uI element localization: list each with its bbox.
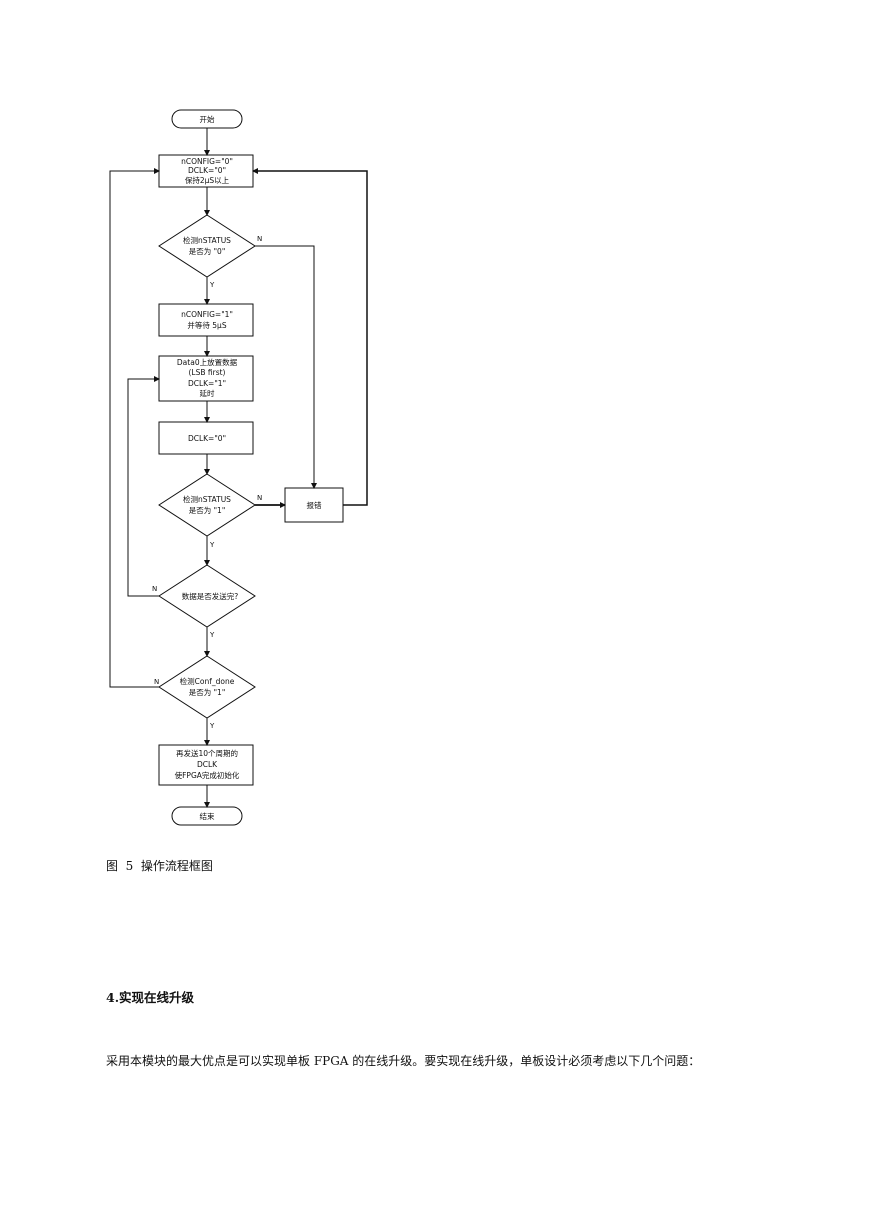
extra-clk-box	[158, 744, 254, 786]
config-1-line-2: 并等待 5μS	[187, 320, 226, 330]
extra-clk-line-2: DCLK	[197, 760, 218, 769]
init-line-2: DCLK="0"	[188, 166, 226, 175]
conf-done-line-2: 是否为 "1"	[189, 687, 226, 697]
init-line-1: nCONFIG="0"	[181, 157, 233, 166]
extra-clk-line-3: 使FPGA完成初始化	[175, 770, 240, 780]
data-done-label: 数据是否发送完?	[182, 591, 238, 601]
status-0-line-2: 是否为 "0"	[189, 246, 226, 256]
conf-done-decision	[158, 655, 256, 719]
start-label: 开始	[200, 114, 215, 124]
status-1-yes-label: Y	[209, 541, 215, 549]
operation-flowchart: 开始 nCONFIG="0" DCLK="0" 保持2μS以上 检测nSTATU…	[109, 109, 368, 826]
dclk-0-box	[158, 421, 254, 455]
send-data-line-2: (LSB first)	[189, 368, 226, 377]
send-data-line-4: 延时	[200, 388, 215, 398]
end-label: 结束	[200, 811, 215, 821]
status-1-line-1: 检测nSTATUS	[183, 494, 231, 504]
dclk-0-line-1: DCLK="0"	[188, 434, 226, 443]
send-data-line-3: DCLK="1"	[188, 379, 226, 388]
body-paragraph: 采用本模块的最大优点是可以实现单板 FPGA 的在线升级。要实现在线升级，单板设…	[106, 1054, 701, 1068]
status-0-no-label: N	[257, 235, 262, 243]
config-1-box	[158, 303, 254, 337]
error-label: 报错	[307, 500, 322, 510]
config-1-line-1: nCONFIG="1"	[181, 310, 233, 319]
figure-caption: 图 5 操作流程框图	[106, 859, 213, 873]
status-0-line-1: 检测nSTATUS	[183, 235, 231, 245]
section-heading: 4.实现在线升级	[106, 990, 195, 1005]
data-done-no-label: N	[152, 585, 157, 593]
data-done-yes-label: Y	[209, 631, 215, 639]
send-data-line-1: Data0上放置数据	[177, 357, 238, 367]
status-1-decision	[158, 473, 256, 537]
conf-done-line-1: 检测Conf_done	[180, 676, 235, 686]
status-1-no-label: N	[257, 494, 262, 502]
status-0-yes-label: Y	[209, 281, 215, 289]
status-0-decision	[158, 214, 256, 278]
conf-done-yes-label: Y	[209, 722, 215, 730]
end-terminal	[171, 806, 243, 826]
status-1-line-2: 是否为 "1"	[189, 505, 226, 515]
conf-done-no-label: N	[154, 678, 159, 686]
extra-clk-line-1: 再发送10个周期的	[176, 748, 238, 758]
init-line-3: 保持2μS以上	[185, 175, 230, 185]
